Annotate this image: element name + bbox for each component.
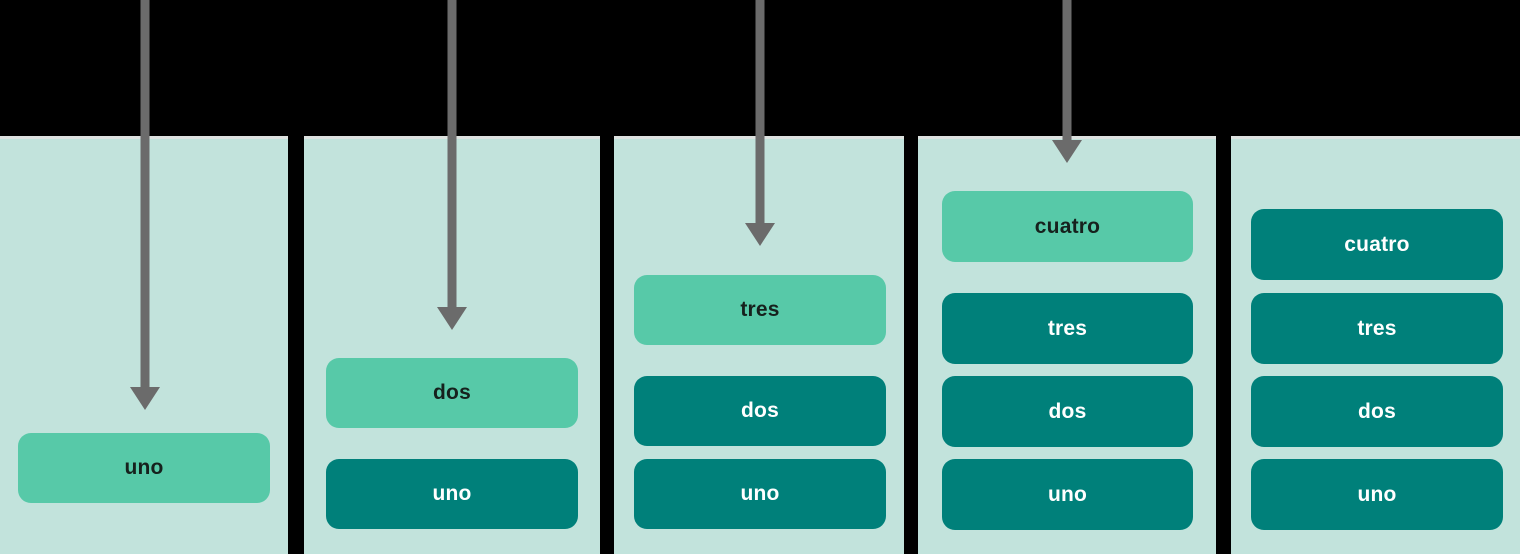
stack-item[interactable]: dos [634,376,886,446]
stack-item[interactable]: dos [1251,376,1503,447]
stack-item[interactable]: uno [18,433,270,503]
stack-item[interactable]: tres [634,275,886,345]
stack-item[interactable]: cuatro [1251,209,1503,280]
stack-item[interactable]: cuatro [942,191,1193,262]
panel-top-rim [1231,136,1520,139]
stack-item[interactable]: dos [942,376,1193,447]
stack-item[interactable]: tres [1251,293,1503,364]
stack-item[interactable]: uno [1251,459,1503,530]
stack-item[interactable]: uno [942,459,1193,530]
stack-item[interactable]: uno [634,459,886,529]
stack-item[interactable]: tres [942,293,1193,364]
stack-item[interactable]: uno [326,459,578,529]
stack-item[interactable]: dos [326,358,578,428]
